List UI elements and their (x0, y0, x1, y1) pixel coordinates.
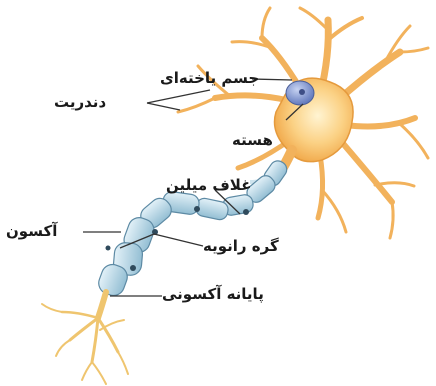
label-nucleus: هسته (232, 131, 273, 149)
label-dendrite: دندریت (54, 93, 106, 111)
label-cell-body: جسم یاخته‌ای (160, 69, 259, 87)
label-myelin-sheath: غلاف میلین (166, 176, 251, 194)
label-node-of-ranvier: گره رانویه (203, 237, 279, 255)
label-axon: آکسون (6, 222, 57, 240)
label-axon-terminal: پایانه آکسونی (162, 285, 264, 303)
axon-terminal (42, 292, 128, 384)
